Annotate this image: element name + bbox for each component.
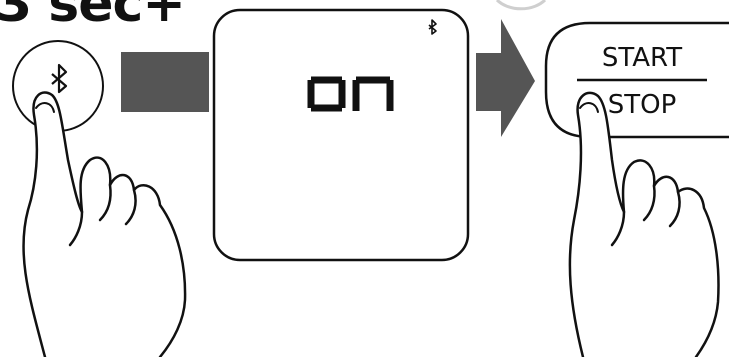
stop-label: STOP [608, 90, 677, 120]
sequence-arrow-bar [121, 52, 209, 112]
start-stop-button: START STOP [546, 23, 729, 137]
partial-circle-decoration [497, 0, 545, 9]
device-display: on [214, 10, 468, 260]
left-hand-illustration [23, 92, 185, 357]
start-label: START [602, 43, 682, 73]
sequence-arrow-head [476, 19, 535, 137]
